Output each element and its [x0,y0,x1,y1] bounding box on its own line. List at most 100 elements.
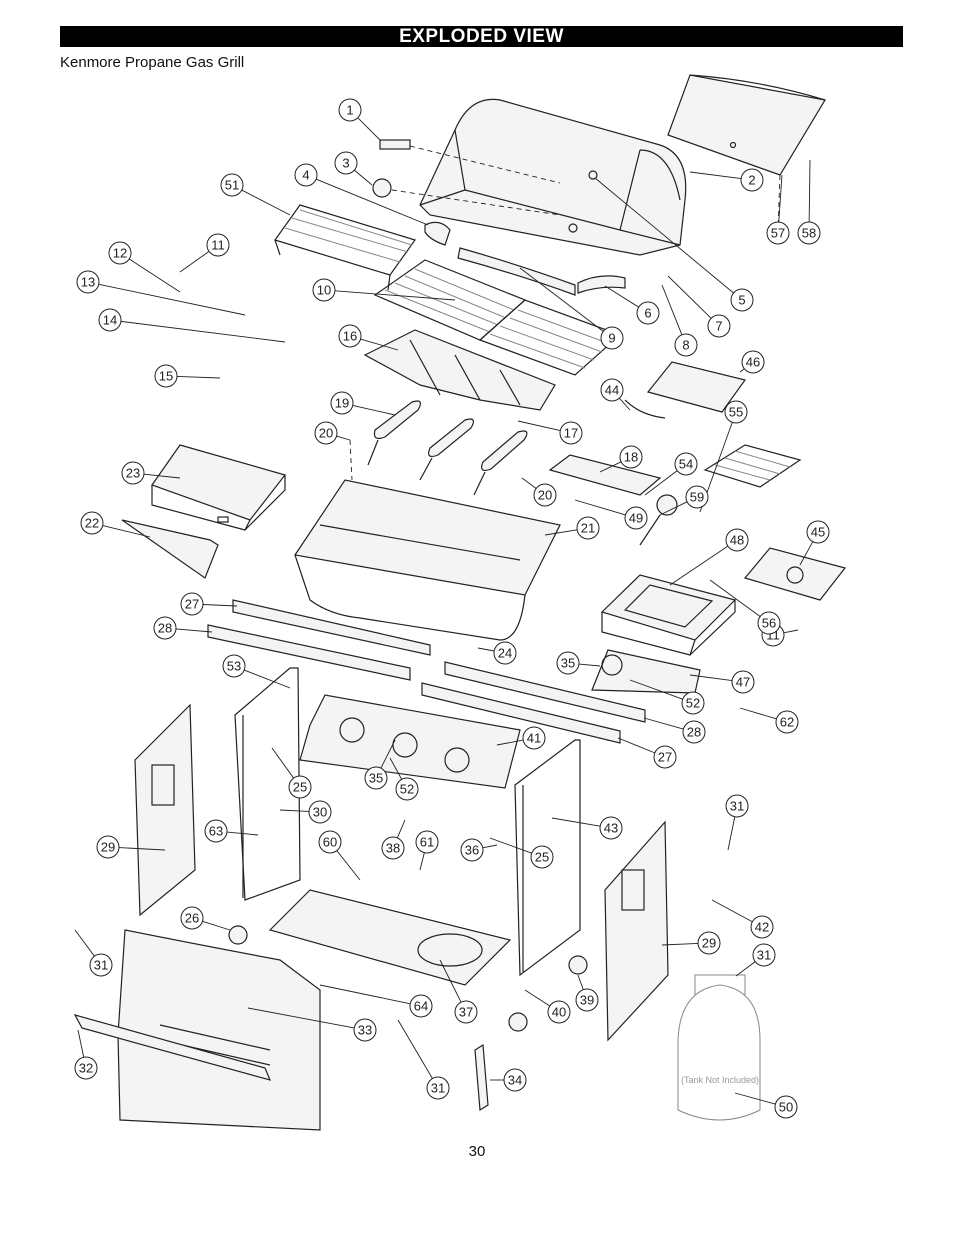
callout-circle [76,270,100,294]
callout-number: 33 [358,1023,372,1038]
callout-number: 15 [159,369,173,384]
callout-circle [460,838,484,862]
callout-number: 41 [527,731,541,746]
callout-circle [220,173,244,197]
callout-circle [338,98,362,122]
callout-circle [600,326,624,350]
callout-number: 17 [564,426,578,441]
callout-circle [741,350,765,374]
callout-number: 11 [211,238,225,253]
callout-leader [202,920,231,931]
callout-leader [316,178,429,226]
callout-number: 1 [346,103,353,118]
callout-leader [334,290,456,301]
callout-leader [711,899,753,923]
warming-rack [274,204,416,291]
callout-leader [551,817,601,827]
callout-number: 38 [386,841,400,856]
callout-leader [439,959,462,1003]
callout-number: 49 [629,511,643,526]
drip-tray [548,454,662,496]
bottom-shelf [268,889,512,986]
callout-markers: 1234567891011111213141516171819202021222… [74,98,830,1119]
callout-leader [226,831,259,836]
callout-circle [415,830,439,854]
callout-circle [599,816,623,840]
callout-number: 39 [580,993,594,1008]
callout-leader [102,525,151,538]
casters [228,925,588,1032]
heat-plates [363,329,556,411]
side-burner-lid [646,361,747,413]
callout-leader [98,283,246,316]
callout-leader [352,404,396,416]
callout-leader [241,189,291,216]
callout-circle [674,452,698,476]
callout-leader [739,707,777,720]
callout-circle [222,654,246,678]
callout-circle [74,1056,98,1080]
page-number: 30 [468,1143,486,1160]
callout-leader [689,171,742,180]
callout-leader [128,258,181,293]
callout-number: 6 [644,306,651,321]
callout-leader [574,499,626,516]
shelf-bracket [121,519,219,579]
callout-circle [89,953,113,977]
callout-number: 2 [748,173,755,188]
callout-number: 56 [762,616,776,631]
callout-leader [244,669,291,689]
callout-number: 23 [126,466,140,481]
callout-number: 16 [343,329,357,344]
callout-number: 25 [293,780,307,795]
callout-number: 35 [369,771,383,786]
callout-circle [522,726,546,750]
callout-circle [775,710,799,734]
callout-leader [176,375,221,379]
callout-leader [727,816,736,851]
callout-leader [397,1019,433,1079]
callout-number: 30 [313,805,327,820]
callout-circle [334,151,358,175]
callout-circle [750,915,774,939]
callout-number: 20 [538,488,552,503]
callout-leader [661,943,699,946]
callout-circle [80,511,104,535]
callout-circle [559,421,583,445]
callout-leader [799,541,814,566]
tank-bracket [474,1043,489,1112]
callout-number: 63 [209,824,223,839]
door-handle [73,1014,272,1081]
callout-number: 21 [581,521,595,536]
callout-circle [576,516,600,540]
burner-right [473,430,528,496]
cart-right-frame [514,739,581,977]
callout-leader [319,984,411,1005]
callout-circle [707,314,731,338]
callout-leader [396,819,406,839]
callout-number: 27 [185,597,199,612]
callout-circle [806,520,830,544]
callout-number: 13 [81,275,95,290]
callout-number: 50 [779,1100,793,1115]
callout-circle [774,1095,798,1119]
callout-leader [482,844,498,849]
callout-leader [661,284,683,335]
cart-right-panel [604,820,669,1042]
callout-leader [202,604,238,607]
callout-leader [808,159,811,223]
callout-leader [617,737,655,754]
callout-leader [354,169,373,186]
cart-left-panel [134,703,196,917]
callout-number: 58 [802,226,816,241]
callout-leader [77,1029,85,1058]
callout-number: 10 [317,283,331,298]
callout-leader [279,809,310,812]
callout-number: 5 [738,293,745,308]
callout-leader [517,420,561,432]
callout-number: 9 [608,331,615,346]
callout-number: 59 [690,490,704,505]
grill-lid [419,98,687,256]
callout-leader [419,852,425,871]
